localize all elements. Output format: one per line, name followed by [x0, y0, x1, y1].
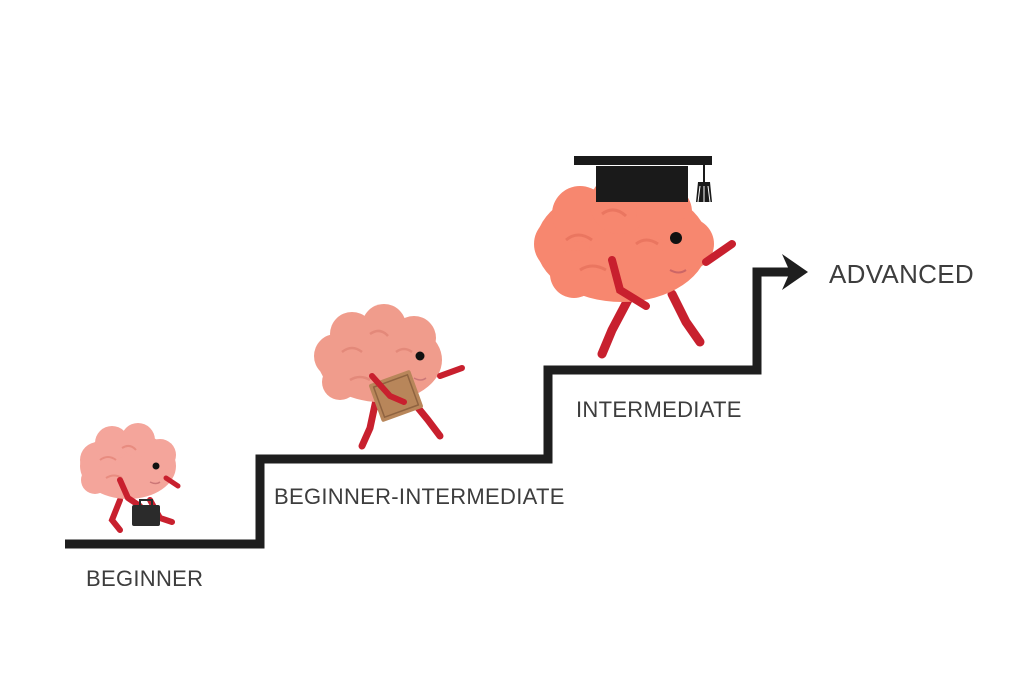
stage-label-advanced: ADVANCED: [829, 259, 974, 289]
staircase-line: [65, 267, 790, 549]
arrow-icon: [782, 254, 808, 290]
stage-label-beginner-intermediate: BEGINNER-INTERMEDIATE: [274, 484, 565, 509]
graduation-cap-icon: [574, 156, 712, 203]
stage-label-intermediate: INTERMEDIATE: [576, 397, 742, 422]
brain-intermediate-icon: [534, 156, 736, 359]
stage-label-beginner: BEGINNER: [86, 566, 204, 591]
brain-beginner-icon: [80, 423, 181, 533]
brain-beginner-intermediate-icon: [314, 304, 465, 450]
briefcase-icon: [132, 505, 160, 526]
